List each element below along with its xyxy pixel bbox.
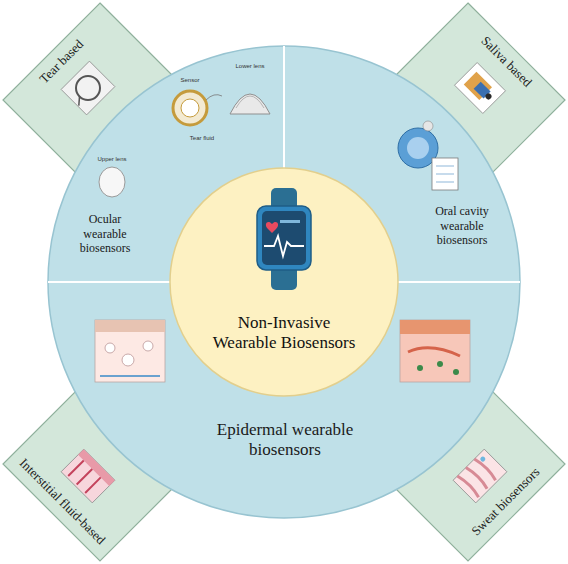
center-disc	[170, 168, 398, 396]
diamond-shape	[371, 367, 565, 561]
skin-isf-picture	[95, 320, 165, 382]
ring-segment: Epidermal wearable biosensors	[203, 416, 367, 465]
part-label: Lower lens	[235, 63, 264, 69]
part-label: Sensor	[180, 77, 199, 83]
lens-sensor	[173, 91, 222, 125]
upper-lens	[99, 167, 125, 197]
diamond-shape	[3, 367, 197, 561]
center-title: Non-Invasive Wearable Biosensors	[208, 313, 360, 354]
heart	[266, 222, 278, 233]
segment-label: Ocular wearable biosensors	[67, 212, 143, 255]
part-label: Tear fluid	[190, 135, 214, 141]
part-label: Upper lens	[97, 156, 126, 162]
outer-ring	[48, 46, 520, 518]
divider	[283, 46, 285, 168]
segment-label: Epidermal wearable biosensors	[207, 420, 363, 461]
diamond-shape	[371, 3, 565, 197]
watch-body	[257, 206, 311, 270]
screen-line	[280, 220, 300, 223]
skin-lactate-picture	[400, 320, 470, 382]
mouthguard-sensor	[398, 121, 458, 190]
lower-lens	[230, 94, 270, 114]
watch-screen	[262, 211, 306, 265]
divider	[398, 281, 520, 283]
ecg-line	[264, 236, 304, 256]
ring-segment: Ocular wearable biosensors	[63, 208, 147, 259]
diamond-shape	[3, 3, 197, 197]
segment-label: Oral cavity wearable biosensors	[424, 204, 500, 247]
divider	[48, 281, 170, 283]
ring-segment: Oral cavity wearable biosensors	[420, 200, 504, 251]
